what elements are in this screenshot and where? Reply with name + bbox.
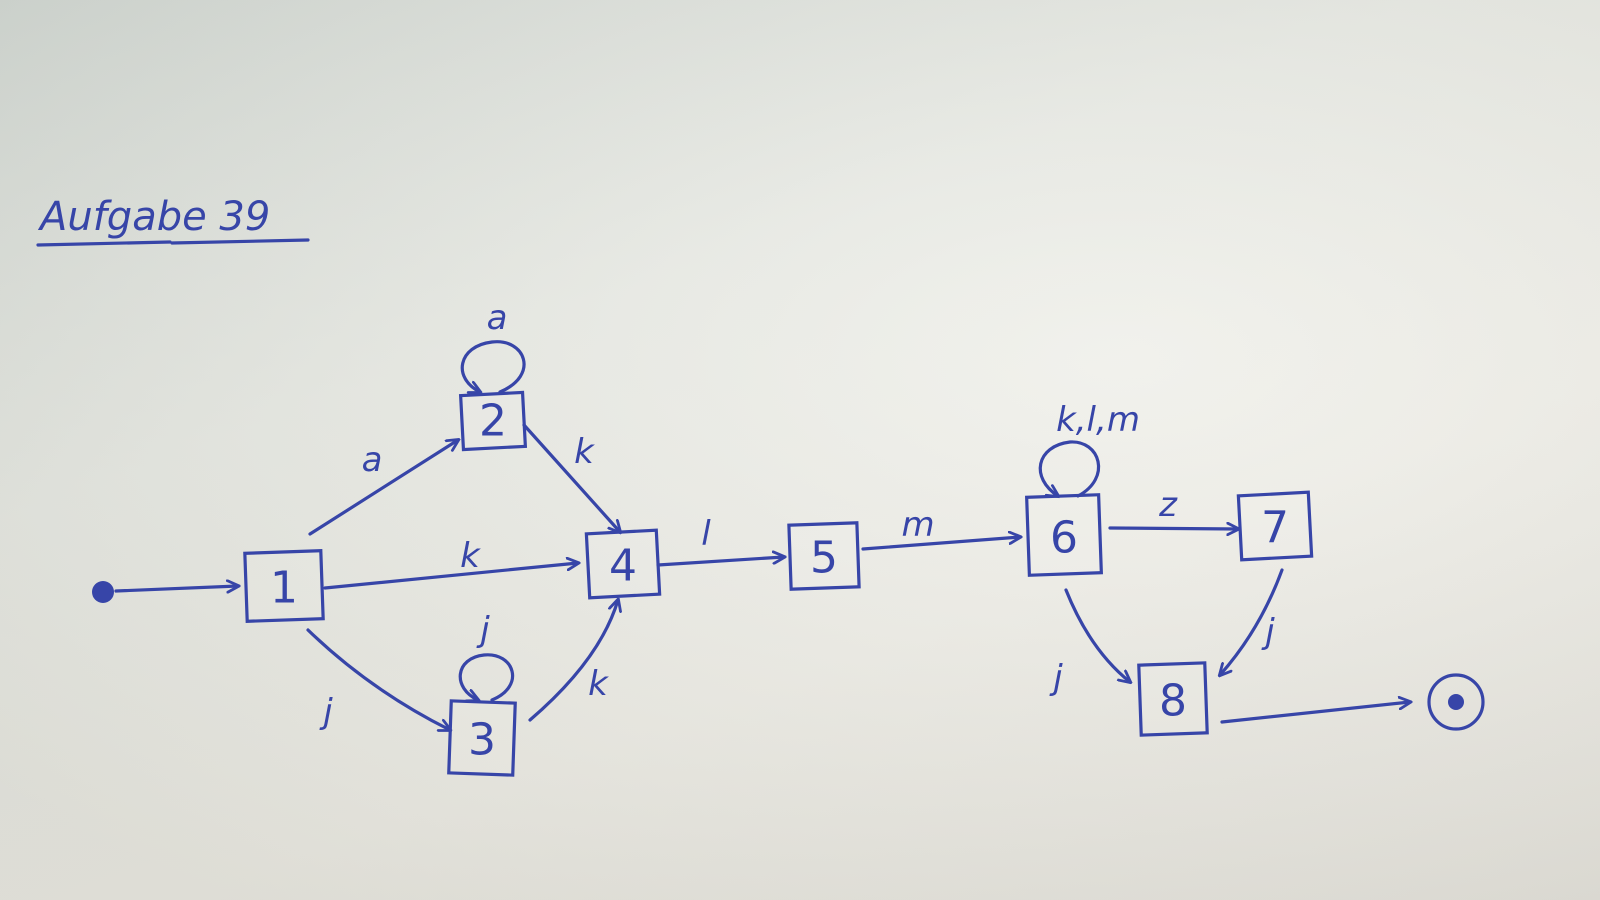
title-underline-1 [36,240,172,247]
edge-4-5 [656,557,784,567]
state-4-label: 4 [609,541,637,592]
state-2: 2 [458,390,528,452]
state-7-label: 7 [1261,503,1289,554]
title-underline-2 [170,238,310,245]
label-edge-3-4: k [588,664,609,704]
edge-5-6 [861,537,1020,551]
label-edge-1-3: j [319,692,333,732]
label-edge-1-4: k [460,536,481,576]
filled-dot-icon [92,581,114,603]
title-text: Aufgabe 39 [37,194,270,240]
state-3-label: 3 [468,715,496,766]
edge-8-final [1220,702,1410,724]
edge-6-7 [1108,528,1238,529]
diagram-title: Aufgabe 39 [36,194,310,247]
edge-start-1 [114,586,238,591]
loop-3 [458,653,515,700]
edge-3-4 [528,600,618,722]
state-6-label: 6 [1050,513,1078,564]
edge-1-2 [308,440,458,536]
state-5: 5 [787,521,861,591]
state-2-label: 2 [479,396,507,447]
label-loop-2: a [487,298,508,338]
label-edge-1-2: a [362,440,383,480]
state-8: 8 [1137,661,1209,737]
loop-6 [1038,440,1101,496]
label-edge-6-7: z [1158,485,1178,525]
state-5-label: 5 [810,533,838,584]
state-1-label: 1 [270,563,298,614]
state-3: 3 [447,699,517,777]
label-edge-7-8: j [1261,612,1275,652]
label-loop-6: k,l,m [1056,400,1140,440]
edge-6-8 [1064,588,1130,682]
state-7: 7 [1236,490,1314,562]
loop-2 [460,340,526,392]
label-edge-4-5: l [701,514,711,554]
double-circle-icon [1427,673,1485,731]
state-4: 4 [584,528,662,600]
state-6: 6 [1025,493,1103,577]
edge-7-8 [1220,568,1284,675]
label-edge-2-4: k [574,432,595,472]
state-1: 1 [243,549,325,623]
edge-1-4 [323,563,578,590]
label-loop-3: j [476,610,490,650]
edge-2-4 [522,423,620,532]
label-edge-6-8: j [1049,658,1063,698]
state-8-label: 8 [1159,676,1187,727]
edge-1-3 [306,628,450,730]
label-edge-5-6: m [901,505,934,545]
